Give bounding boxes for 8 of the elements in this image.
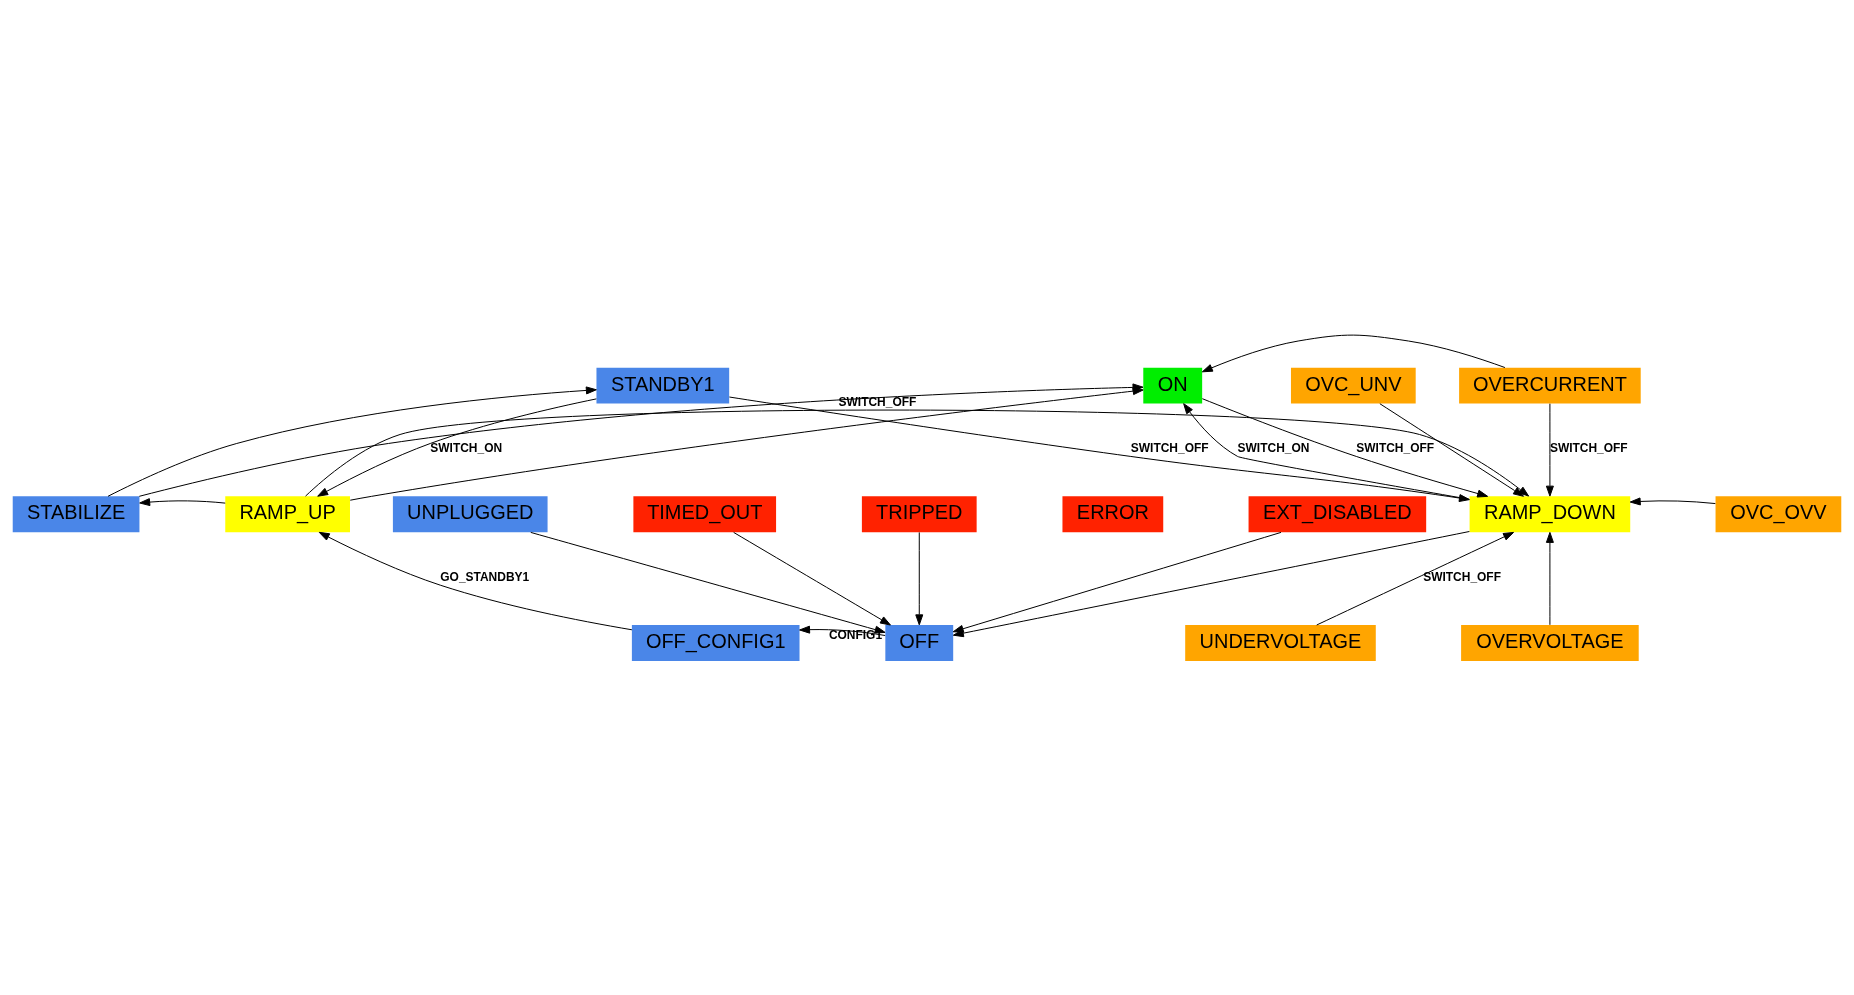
edge-label: SWITCH_OFF (1423, 569, 1501, 584)
edge-label: SWITCH_ON (1237, 440, 1310, 455)
edge-label: SWITCH_OFF (1130, 440, 1209, 455)
edge-label: SWITCH_ON (430, 440, 503, 455)
edge-label: SWITCH_OFF (838, 394, 917, 409)
edge-label: GO_STANDBY1 (440, 569, 530, 584)
edge-label: SWITCH_OFF (1356, 440, 1435, 455)
edge-label: SWITCH_OFF (1549, 440, 1628, 455)
